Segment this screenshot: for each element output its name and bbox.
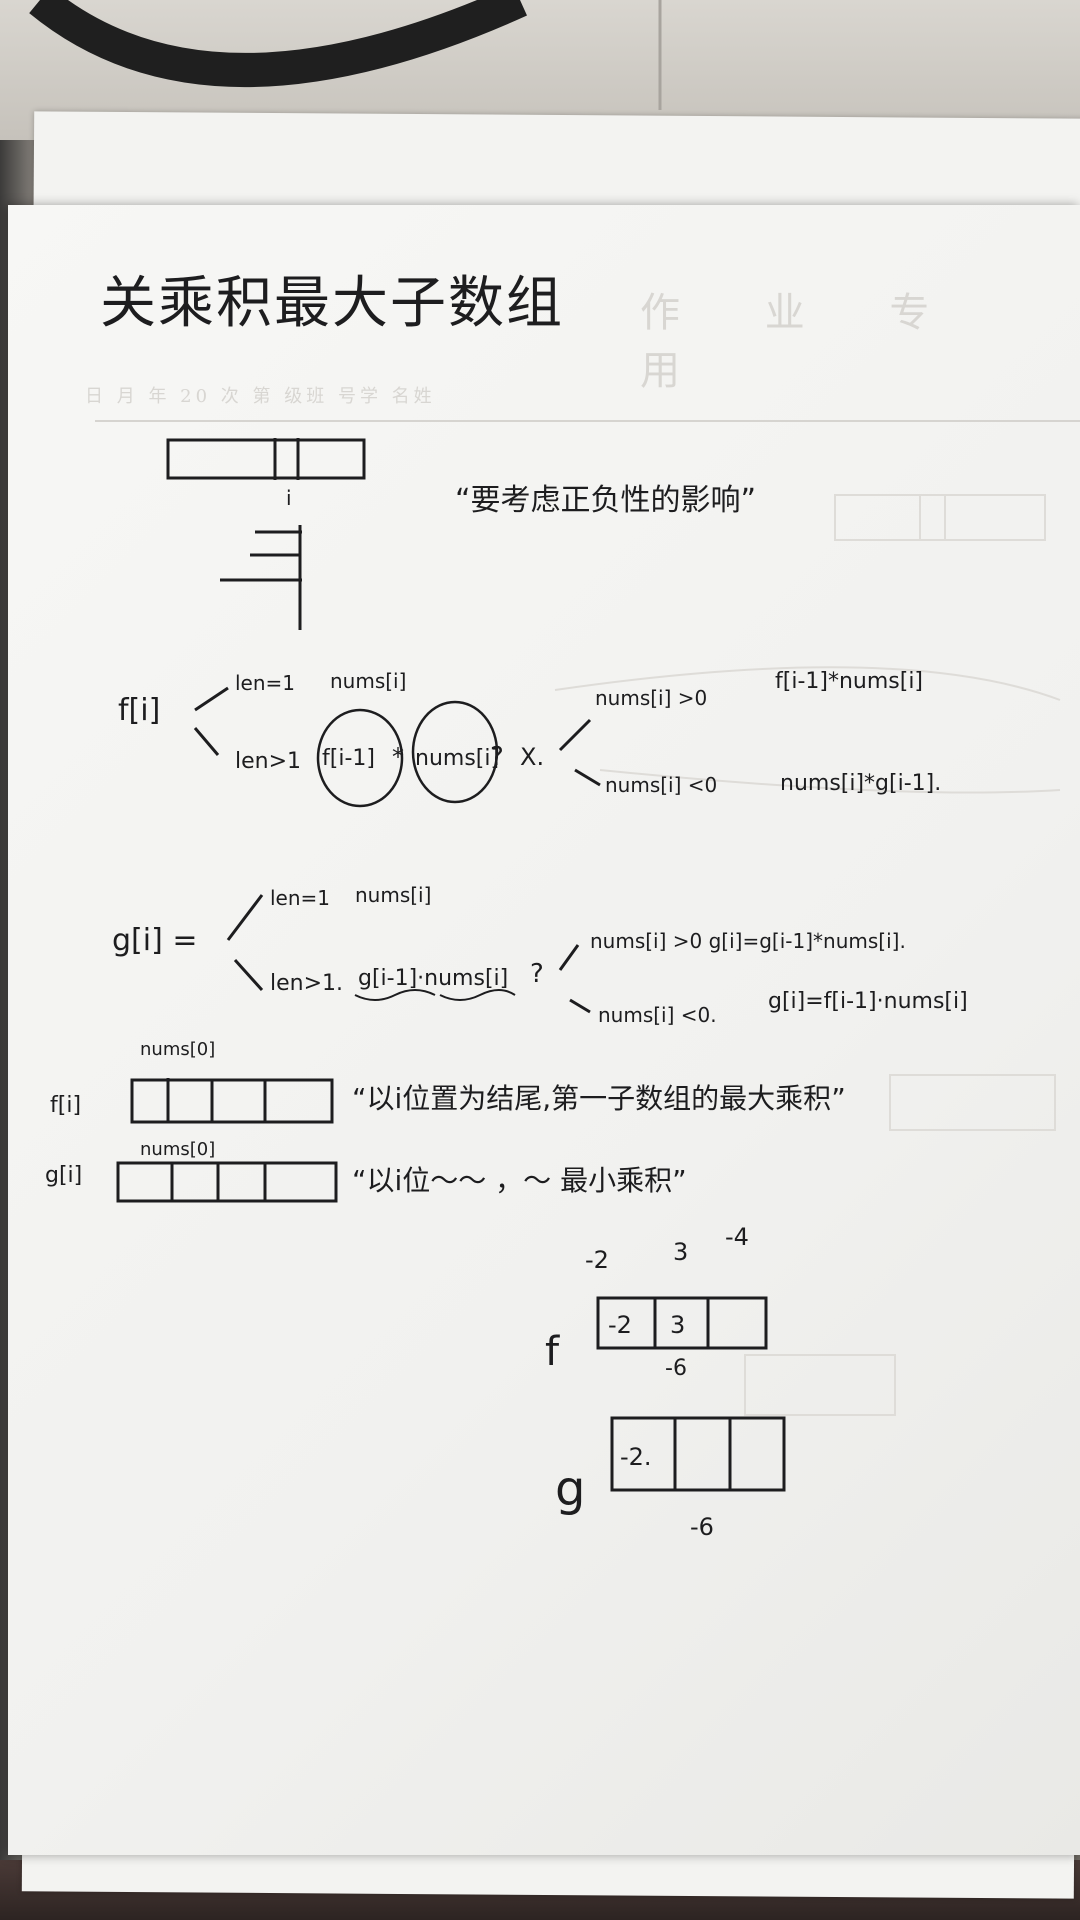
g-len-gt1: len>1. <box>270 971 343 996</box>
f-len1-value: nums[i] <box>330 669 406 693</box>
f-times: * <box>392 743 404 771</box>
g-array-label: g[i] <box>45 1163 82 1188</box>
example-n3: -4 <box>725 1223 749 1251</box>
bleed-boxes <box>554 494 1061 1416</box>
f-cond-negative: nums[i] <0 <box>605 773 717 797</box>
g-array <box>116 1161 338 1203</box>
bleed-header-title: 作 业 专 用 <box>640 290 966 394</box>
f-product-a: f[i-1] <box>322 746 375 771</box>
g-cond-positive: nums[i] >0 g[i]=g[i-1]*nums[i]. <box>590 929 906 953</box>
example-f-below: -6 <box>665 1356 687 1381</box>
f-result-negative: nums[i]*g[i-1]. <box>780 771 941 796</box>
g-array-top: nums[0] <box>140 1139 215 1160</box>
f-product-b: nums[i] <box>415 746 499 771</box>
g-product: g[i-1]·nums[i] <box>358 966 508 991</box>
f-question: ? <box>490 742 504 772</box>
example-g-cell1: -2. <box>620 1443 652 1471</box>
example-f-cell2: 3 <box>670 1311 685 1339</box>
f-label: f[i] <box>118 693 160 728</box>
example-g-label: g <box>555 1461 585 1517</box>
example-g-array <box>610 1416 786 1492</box>
f-cross: X. <box>520 743 544 771</box>
g-result-negative: g[i]=f[i-1]·nums[i] <box>768 989 968 1014</box>
bleed-header-line: 日 月 年 20 次 第 级班 号学 名姓 <box>85 386 436 407</box>
g-array-desc: “以i位～～ ，～ 最小乘积” <box>352 1164 687 1197</box>
g-label: g[i] = <box>112 923 197 958</box>
desk-logo <box>29 0 662 110</box>
example-n1: -2 <box>585 1246 609 1274</box>
title-text: 关乘积最大子数组 <box>100 271 564 336</box>
f-array-label: f[i] <box>50 1093 81 1118</box>
f-array-top: nums[0] <box>140 1039 215 1060</box>
f-len1: len=1 <box>235 671 295 695</box>
example-n2: 3 <box>673 1238 688 1266</box>
i-marker: i <box>286 486 292 510</box>
boundary-note: “要考虑正负性的影响” <box>455 483 756 518</box>
f-len-gt1: len>1 <box>235 749 301 774</box>
array-diagram <box>166 438 366 630</box>
example-g-below: -6 <box>690 1513 714 1541</box>
g-len1-value: nums[i] <box>355 883 431 907</box>
f-array-desc: “以i位置为结尾,第一子数组的最大乘积” <box>352 1082 846 1115</box>
g-cond-negative: nums[i] <0. <box>598 1003 717 1027</box>
f-cond-positive: nums[i] >0 <box>595 686 707 710</box>
g-len1: len=1 <box>270 886 330 910</box>
f-result-positive: f[i-1]*nums[i] <box>775 669 923 694</box>
bleed-header-rule <box>95 420 1080 422</box>
paper-sheet <box>8 205 1080 1855</box>
f-array <box>130 1078 334 1124</box>
example-f-label: f <box>545 1329 560 1375</box>
g-question: ? <box>530 959 544 989</box>
example-f-cell1: -2 <box>608 1311 632 1339</box>
example-f-array <box>596 1296 768 1350</box>
